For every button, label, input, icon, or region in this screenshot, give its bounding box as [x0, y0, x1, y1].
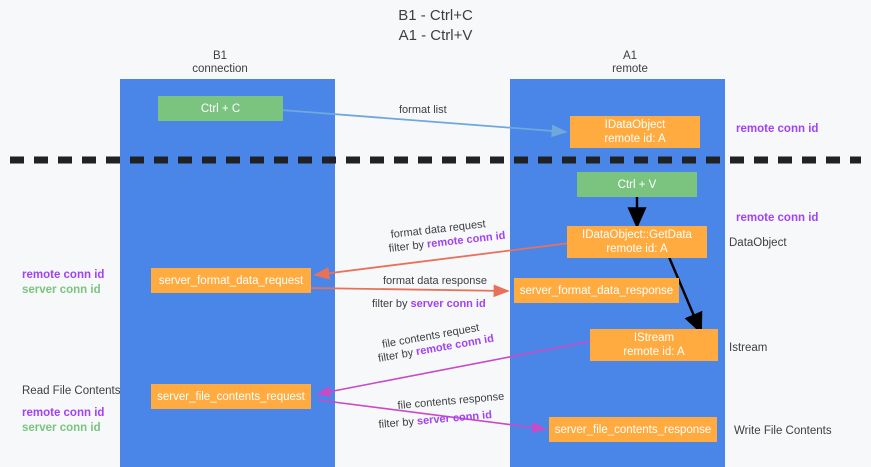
node-idataobject-sublabel: remote id: A	[604, 133, 666, 145]
annotation-right-write-file-contents: Write File Contents	[734, 425, 832, 437]
annotation-left-conn-ids: remote conn id server conn id	[22, 268, 104, 298]
edge-label-format-data-response: format data response	[383, 275, 487, 287]
edge-label-file-contents-response-filter-prefix: filter by	[378, 415, 418, 431]
annotation-right-remote-conn-id-mid: remote conn id	[736, 212, 819, 224]
title-line-2: A1 - Ctrl+V	[398, 27, 473, 44]
annotation-right-istream: Istream	[729, 342, 768, 354]
node-istream-sublabel: remote id: A	[623, 346, 685, 358]
column-header-b1-name: B1	[212, 50, 228, 62]
arrow-format-data-response	[309, 284, 510, 298]
annotation-left-server-conn-id: server conn id	[22, 284, 101, 296]
title-line-1: B1 - Ctrl+C	[398, 7, 473, 24]
node-ctrl-v-label: Ctrl + V	[617, 178, 657, 191]
annotation-read-file-contents: Read File Contents remote conn id server…	[22, 384, 120, 436]
annotation-read-file-contents-remote-conn-id: remote conn id	[22, 407, 105, 419]
annotation-right-dataobject: DataObject	[729, 237, 787, 249]
node-idataobject[interactable]: IDataObject remote id: A	[570, 116, 700, 148]
node-istream[interactable]: IStream remote id: A	[590, 329, 718, 361]
node-ctrl-c-label: Ctrl + C	[200, 102, 241, 115]
node-getdata-label: IDataObject::GetData	[582, 229, 692, 241]
node-idataobject-label: IDataObject	[604, 119, 666, 131]
node-server-file-contents-response[interactable]: server_file_contents_response	[549, 417, 717, 442]
node-server-format-data-response-label: server_format_data_response	[519, 284, 674, 297]
annotation-read-file-contents-server-conn-id: server conn id	[22, 422, 101, 434]
node-server-format-data-request-label: server_format_data_request	[158, 274, 304, 287]
edge-label-format-data-response-filter: filter by server conn id	[372, 297, 486, 311]
diagram-title: B1 - Ctrl+C A1 - Ctrl+V	[0, 6, 871, 46]
edge-label-file-contents-response-filter-key: server conn id	[416, 409, 493, 428]
node-server-file-contents-request[interactable]: server_file_contents_request	[151, 384, 311, 409]
edge-label-file-contents-response-filter: filter by server conn id	[378, 408, 493, 432]
edge-label-format-data-response-filter-key: server conn id	[410, 298, 486, 310]
node-server-format-data-request[interactable]: server_format_data_request	[151, 268, 311, 293]
node-server-format-data-response[interactable]: server_format_data_response	[514, 278, 679, 303]
edge-label-format-list: format list	[399, 104, 447, 116]
annotation-read-file-contents-title: Read File Contents	[22, 385, 121, 397]
node-server-file-contents-response-label: server_file_contents_response	[554, 423, 712, 436]
node-getdata-sublabel: remote id: A	[606, 243, 668, 255]
node-ctrl-v[interactable]: Ctrl + V	[577, 172, 697, 197]
node-server-file-contents-request-label: server_file_contents_request	[157, 390, 305, 403]
annotation-right-remote-conn-id-top: remote conn id	[736, 123, 819, 135]
node-istream-label: IStream	[633, 332, 675, 344]
column-header-a1-name: A1	[622, 50, 638, 62]
column-header-a1-role: remote	[612, 63, 648, 75]
node-ctrl-c[interactable]: Ctrl + C	[158, 96, 283, 121]
column-header-a1: A1 remote	[560, 50, 700, 76]
node-getdata[interactable]: IDataObject::GetData remote id: A	[567, 226, 707, 258]
annotation-left-remote-conn-id: remote conn id	[22, 269, 105, 281]
edge-label-format-data-response-filter-prefix: filter by	[372, 298, 411, 310]
column-header-b1: B1 connection	[150, 50, 290, 76]
column-header-b1-role: connection	[192, 63, 248, 75]
edge-label-format-data-request-filter-prefix: filter by	[388, 238, 428, 255]
